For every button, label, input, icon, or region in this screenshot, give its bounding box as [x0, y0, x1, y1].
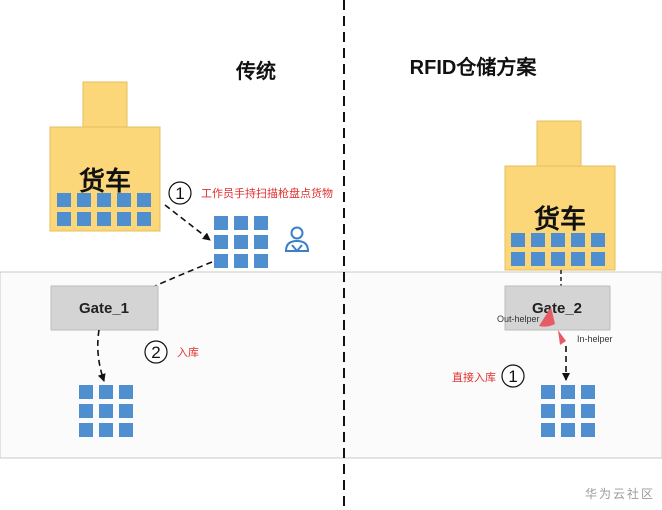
cargo-box [591, 252, 605, 266]
cargo-box [541, 404, 555, 418]
gate-1 [50, 285, 159, 331]
cargo-box [214, 216, 228, 230]
cargo-box [57, 193, 71, 207]
gate-2 [504, 285, 611, 331]
cargo-box [57, 212, 71, 226]
out-helper-label: Out-helper [497, 314, 540, 324]
cargo-box [99, 404, 113, 418]
truck-cab [536, 120, 582, 167]
cargo-box [234, 235, 248, 249]
cargo-box [581, 423, 595, 437]
cargo-box [117, 193, 131, 207]
gate-1-label: Gate_1 [79, 300, 129, 317]
cargo-box [99, 423, 113, 437]
arrow-gate-to-storage [97, 329, 106, 382]
cargo-box [99, 385, 113, 399]
cargo-box [561, 385, 575, 399]
truck-cab [82, 81, 128, 128]
cargo-box [79, 423, 93, 437]
cargo-box [511, 233, 525, 247]
cargo-box [571, 252, 585, 266]
truck-right: 货车 [504, 120, 616, 271]
cargo-grid [57, 193, 151, 226]
cargo-box [119, 423, 133, 437]
cargo-box [137, 212, 151, 226]
storage-grid-left [79, 385, 133, 437]
cargo-box [77, 193, 91, 207]
cargo-box [581, 404, 595, 418]
cargo-box [119, 385, 133, 399]
cargo-box [97, 212, 111, 226]
storage-grid-right [541, 385, 595, 437]
step-1-number: 1 [175, 184, 184, 203]
cargo-box [254, 254, 268, 268]
cargo-box [571, 233, 585, 247]
cargo-box [77, 212, 91, 226]
cargo-box [541, 385, 555, 399]
cargo-box [551, 252, 565, 266]
cargo-box [137, 193, 151, 207]
cargo-box [541, 423, 555, 437]
truck-left: 货车 [49, 81, 161, 232]
cargo-box [234, 254, 248, 268]
cargo-box [117, 212, 131, 226]
rfid-step-1-number: 1 [508, 367, 517, 386]
scanned-goods-grid [214, 216, 268, 268]
title-rfid: RFID仓储方案 [410, 55, 538, 79]
cargo-box [214, 235, 228, 249]
step-2-label: 入库 [177, 346, 199, 359]
cargo-box [531, 233, 545, 247]
step-2-circle [144, 340, 168, 364]
cargo-box [561, 423, 575, 437]
cargo-box [581, 385, 595, 399]
cargo-box [561, 404, 575, 418]
cargo-box [254, 235, 268, 249]
watermark: 华为云社区 [585, 486, 655, 501]
cargo-box [511, 252, 525, 266]
out-helper-sensor-icon [539, 307, 555, 327]
cargo-box [531, 252, 545, 266]
cargo-box [119, 404, 133, 418]
cargo-box [254, 216, 268, 230]
cargo-box [234, 216, 248, 230]
cargo-box [97, 193, 111, 207]
cargo-box [79, 385, 93, 399]
step-1-circle [168, 181, 192, 205]
step-2-number: 2 [151, 343, 160, 362]
person-icon [284, 226, 310, 253]
cargo-grid [511, 233, 605, 266]
in-helper-sensor-icon [558, 330, 566, 345]
cargo-box [79, 404, 93, 418]
gate-2-label: Gate_2 [532, 300, 582, 317]
truck-label: 货车 [79, 166, 131, 196]
truck-label: 货车 [534, 204, 586, 234]
cargo-box [591, 233, 605, 247]
cargo-box [214, 254, 228, 268]
arrow-truck-to-scan [164, 204, 211, 241]
cargo-box [551, 233, 565, 247]
rfid-step-1-label: 直接入库 [452, 370, 496, 384]
rfid-step-1-circle [501, 364, 525, 388]
title-traditional: 传统 [235, 59, 276, 83]
in-helper-label: In-helper [577, 334, 613, 344]
line-scan-to-gate [154, 261, 213, 287]
step-1-label: 工作员手持扫描枪盘点货物 [201, 186, 333, 200]
